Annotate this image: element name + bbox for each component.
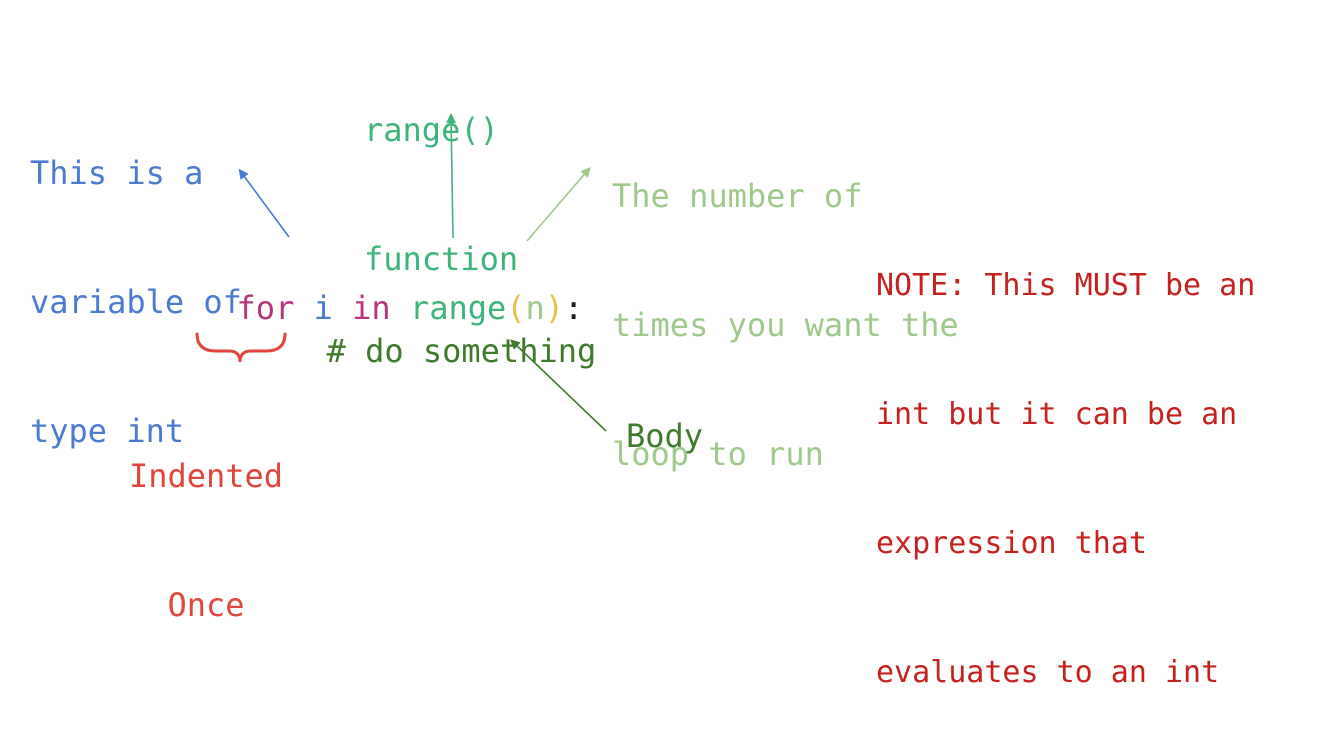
note-annotation-line-2: int but it can be an [876,397,1238,432]
variable-annotation-line-2: variable of [30,283,242,321]
times-annotation-line-1: The number of [612,177,863,215]
variable-annotation-line-1: This is a [30,154,204,192]
range-call: range [409,289,507,327]
loop-body-comment: # do something [326,332,597,370]
range-function-annotation-line-2: function [364,240,519,278]
times-arrow [526,166,591,242]
paren-open: ( [506,289,526,327]
indented-annotation-line-2: Once [167,586,245,624]
note-annotation-line-4: evaluates to an int [876,655,1220,690]
code-line-1: for i in range(n): [198,244,584,330]
note-annotation-line-3: expression that [876,526,1147,561]
indent-brace [195,332,287,363]
range-function-arrow [446,113,457,239]
note-annotation-line-1-text: NOTE: This MUST be an [876,268,1256,303]
range-function-annotation-line-1: range() [364,111,499,149]
keyword-for: for [236,289,295,327]
variable-arrow [238,168,290,238]
times-annotation: The number of times you want the loop to… [612,89,959,519]
keyword-in: in [352,289,391,327]
times-annotation-line-3: loop to run [612,435,824,473]
times-annotation-line-2: times you want the [612,306,959,344]
code-line-2: # do something [288,287,597,373]
loop-variable-i: i [313,289,333,327]
colon: : [564,289,584,327]
note-annotation-line-1: NOTE: This MUST be an [876,264,1255,307]
range-argument-n: n [525,289,545,327]
range-function-annotation: range() function [364,23,518,324]
paren-close: ) [544,289,565,327]
variable-annotation: This is a variable of type int [30,66,242,496]
arrows-overlay [195,113,607,432]
variable-annotation-line-3: type int [30,412,185,450]
body-annotation: Body [626,417,704,455]
body-arrow [510,339,607,432]
